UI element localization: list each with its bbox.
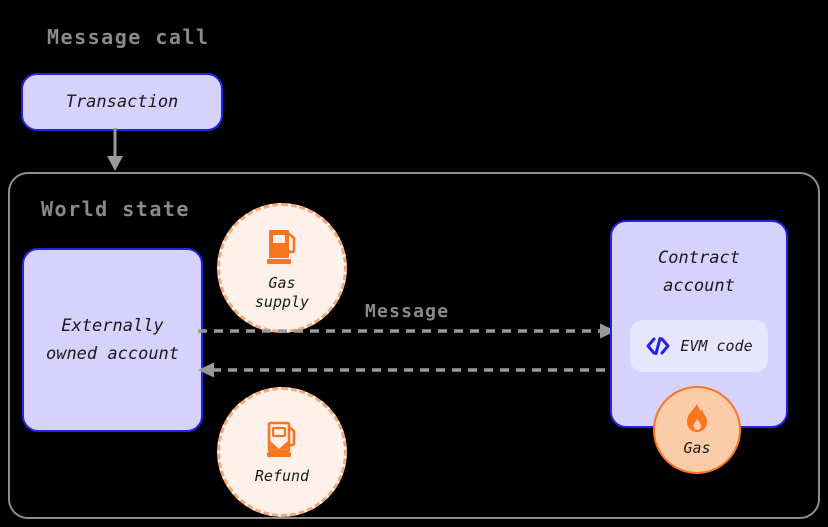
gas-label: Gas xyxy=(683,438,711,457)
code-brackets-icon xyxy=(646,337,670,356)
contract-account-node[interactable]: Contract account EVM code xyxy=(610,220,788,428)
message-outbound-arrow xyxy=(198,323,616,339)
evm-code-badge[interactable]: EVM code xyxy=(630,320,768,373)
gas-supply-label: Gas supply xyxy=(254,273,310,311)
flame-icon xyxy=(687,403,707,432)
transaction-node[interactable]: Transaction xyxy=(21,73,223,131)
refund-label: Refund xyxy=(254,467,310,486)
world-state-heading: World state xyxy=(41,197,190,221)
message-connector-label: Message xyxy=(365,301,450,322)
transaction-label: Transaction xyxy=(65,91,179,112)
gas-badge[interactable]: Gas xyxy=(653,386,741,474)
gas-pump-full-icon xyxy=(267,229,296,264)
refund-badge[interactable]: Refund xyxy=(217,387,347,517)
gas-supply-badge[interactable]: Gas supply xyxy=(217,203,347,333)
transaction-to-world-arrow xyxy=(107,128,123,171)
gas-pump-low-icon xyxy=(267,421,296,458)
contract-label-line1: Contract xyxy=(658,248,740,268)
contract-label-line2: account xyxy=(663,276,735,297)
eoa-label-line2: owned account xyxy=(45,344,180,364)
eoa-label-line1: Externally xyxy=(61,315,164,336)
message-call-heading: Message call xyxy=(47,25,210,49)
world-state-container xyxy=(8,172,820,519)
externally-owned-account-node[interactable]: Externally owned account xyxy=(22,248,203,432)
evm-code-label: EVM code xyxy=(680,337,753,356)
message-return-arrow xyxy=(198,362,618,378)
